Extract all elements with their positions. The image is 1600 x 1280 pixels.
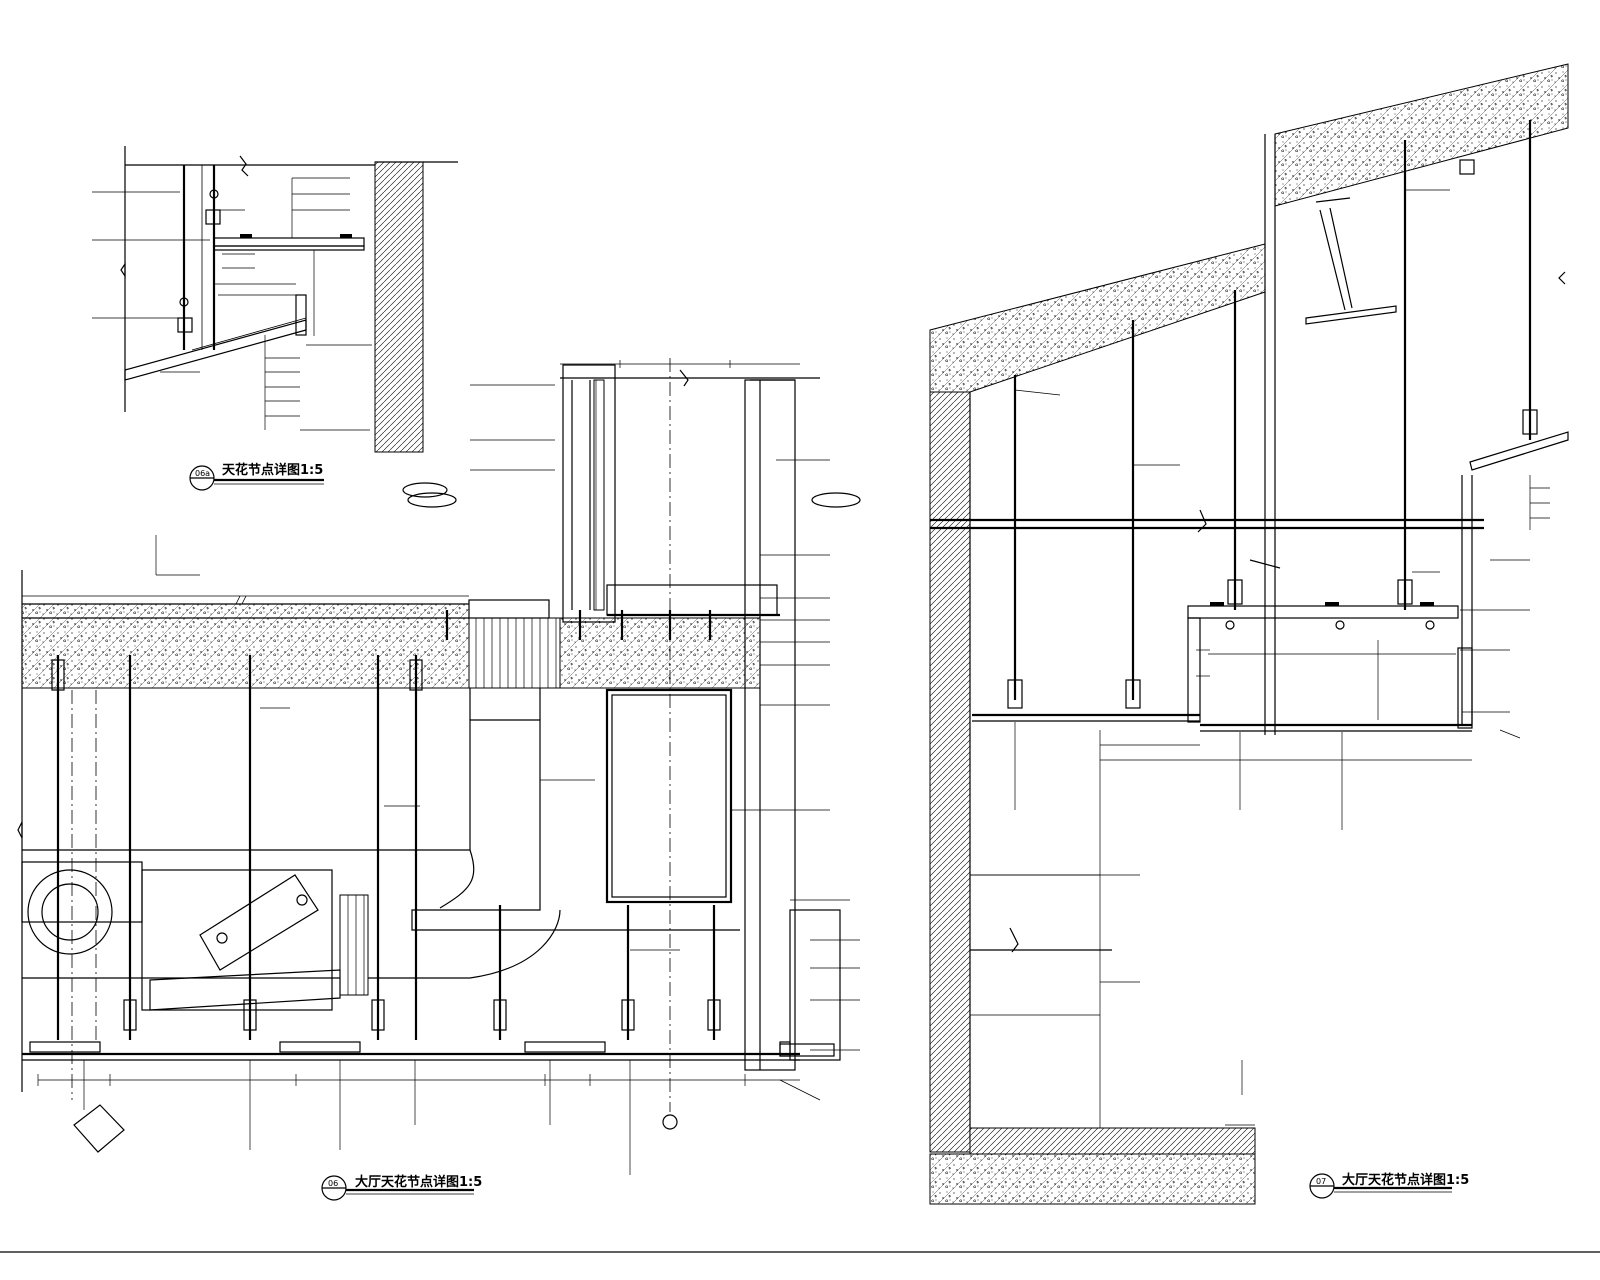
svg-text:06: 06 — [328, 1179, 338, 1188]
detail-title-bottom-left: 大厅天花节点详图1:5 — [355, 1174, 482, 1190]
access-panel — [605, 688, 733, 904]
wall-hatch — [374, 161, 424, 453]
right-wall-hatch — [929, 391, 971, 1153]
concrete-slab-left — [21, 603, 470, 689]
svg-text:07: 07 — [1316, 1177, 1326, 1186]
sloped-slab-lower — [929, 243, 1266, 393]
sloped-slab-upper — [1274, 63, 1569, 207]
ceiling-node-detail-top-left: 06a 天花节点详图1:5 — [92, 146, 458, 498]
svg-text:06a: 06a — [195, 469, 210, 478]
concrete-slab-right — [559, 617, 761, 689]
detail-title-top-left: 天花节点详图1:5 — [222, 462, 323, 478]
detail-title-right: 大厅天花节点详图1:5 — [1342, 1172, 1469, 1188]
lobby-ceiling-section-bottom-left: 06 大厅天花节点详图1:5 — [17, 358, 861, 1201]
sloped-ceiling-detail-right: 07 大厅天花节点详图1:5 — [929, 63, 1569, 1205]
grille-block — [468, 617, 561, 689]
